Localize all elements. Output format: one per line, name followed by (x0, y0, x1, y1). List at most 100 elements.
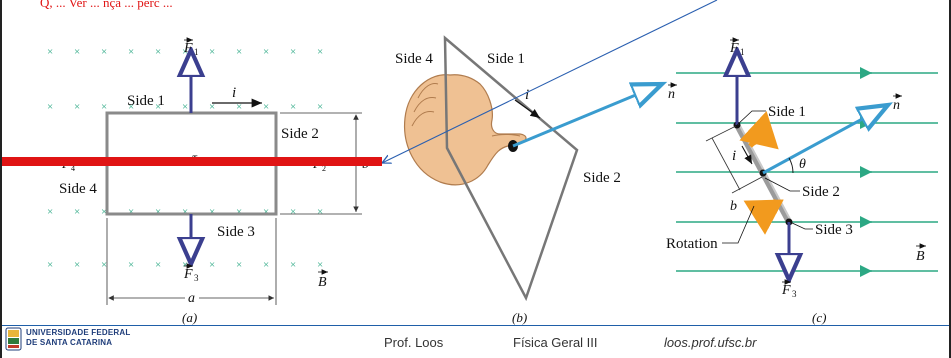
field-cross: × (317, 206, 323, 218)
current-label-a: i (232, 85, 236, 101)
field-cross: × (182, 206, 188, 218)
field-b-label-a: B (318, 275, 327, 290)
field-cross: × (74, 259, 80, 271)
field-cross: × (47, 46, 53, 58)
footer-url: loos.prof.ufsc.br (664, 335, 757, 350)
current-arrow-b (514, 99, 541, 119)
panel-a: × × × × × × × × × × × × × × × × × × × × × × × × × × × × × × × × × × × × × × × ×… (47, 37, 369, 325)
field-cross: × (128, 259, 134, 271)
dim-b-line-c (711, 137, 741, 191)
force-f3-sub: 3 (194, 273, 199, 283)
hand-illustration (403, 74, 527, 186)
field-cross: × (128, 101, 134, 113)
field-cross: × (74, 101, 80, 113)
caption-b: (b) (512, 310, 527, 325)
panel-b: n i Side 4 Side 1 Side 2 (b) (395, 35, 677, 325)
theta-arc (788, 157, 794, 174)
field-cross: × (155, 206, 161, 218)
field-cross: × (263, 101, 269, 113)
university-line2: DE SANTA CATARINA (26, 338, 113, 347)
side4-label-a: Side 4 (59, 181, 97, 197)
dim-a-label: a (188, 291, 195, 306)
caption-c: (c) (812, 310, 826, 325)
field-cross: × (74, 206, 80, 218)
field-cross: × (101, 206, 107, 218)
header-text: Q, ... Ver ... nça ... perc ... (40, 0, 173, 10)
side1-label-a: Side 1 (127, 93, 165, 109)
dim-b-tick2-c (731, 176, 763, 194)
field-cross: × (47, 101, 53, 113)
red-axis-line (0, 157, 382, 166)
normal-vector-c (762, 105, 888, 175)
field-cross: × (101, 46, 107, 58)
field-cross: × (128, 46, 134, 58)
side2-label-c: Side 2 (802, 184, 840, 200)
current-label-b: i (525, 87, 529, 103)
field-cross: × (290, 206, 296, 218)
footer-rule (0, 325, 951, 326)
force-f1-label-c: F (729, 41, 739, 56)
field-cross: × (317, 46, 323, 58)
field-cross: × (290, 101, 296, 113)
field-cross: × (263, 46, 269, 58)
normal-label-c: n (893, 98, 900, 113)
university-name: UNIVERSIDADE FEDERAL DE SANTA CATARINA (26, 328, 130, 348)
panel-c: F 1 F 3 n θ i b Side 1 Side 2 Side 3 Ro (666, 37, 938, 325)
footer-author: Prof. Loos (384, 335, 444, 350)
dim-b-tick1-c (705, 125, 737, 142)
side1-label-c: Side 1 (768, 104, 806, 120)
field-cross: × (290, 46, 296, 58)
theta-label: θ (799, 157, 806, 172)
field-cross: × (128, 206, 134, 218)
side2-label-b: Side 2 (583, 170, 621, 186)
dim-a-mask (185, 290, 199, 304)
field-cross: × (263, 206, 269, 218)
force-f3-label: F (183, 267, 193, 282)
field-cross: × (263, 259, 269, 271)
field-cross: × (317, 101, 323, 113)
field-cross: × (155, 259, 161, 271)
university-line1: UNIVERSIDADE FEDERAL (26, 328, 131, 337)
side3-label-a: Side 3 (217, 224, 255, 240)
force-f3-label-c: F (781, 283, 791, 298)
field-cross: × (155, 101, 161, 113)
rotation-label: Rotation (666, 236, 718, 252)
side1-leader (736, 110, 766, 126)
diagram: Q, ... Ver ... nça ... perc ... ××××××××… (0, 0, 938, 325)
footer-course: Física Geral III (513, 335, 598, 350)
field-cross: × (47, 206, 53, 218)
field-cross: × (236, 46, 242, 58)
field-cross: × (101, 101, 107, 113)
field-cross: × (290, 259, 296, 271)
force-f1-label: F (183, 41, 193, 56)
force-f1-sub-c: 1 (740, 47, 745, 57)
field-cross: × (155, 46, 161, 58)
field-cross: × (182, 101, 188, 113)
field-cross: × (209, 259, 215, 271)
current-arrow-c (741, 145, 753, 165)
torque-arrow-top (739, 110, 779, 150)
force-f3-sub-c: 3 (792, 289, 797, 299)
side3-leader (789, 221, 813, 230)
side4-label-b: Side 4 (395, 51, 433, 67)
field-cross: × (209, 206, 215, 218)
force-f4-sub: 4 (71, 164, 75, 173)
field-b-label-c: B (916, 249, 925, 264)
current-label-c: i (732, 148, 736, 164)
pointer-line (382, 0, 718, 163)
side2-label-a: Side 2 (281, 126, 319, 142)
caption-a: (a) (182, 310, 197, 325)
field-cross: × (101, 259, 107, 271)
university-logo-icon (5, 327, 22, 351)
field-cross: × (47, 259, 53, 271)
torque-arrow-bottom (743, 198, 784, 235)
field-cross: × (209, 101, 215, 113)
normal-label-b: n (668, 87, 675, 102)
side3-label-c: Side 3 (815, 222, 853, 238)
field-cross: × (317, 259, 323, 271)
field-cross: × (236, 259, 242, 271)
rotation-leader (722, 205, 755, 244)
field-cross: × (74, 46, 80, 58)
field-cross: × (209, 46, 215, 58)
